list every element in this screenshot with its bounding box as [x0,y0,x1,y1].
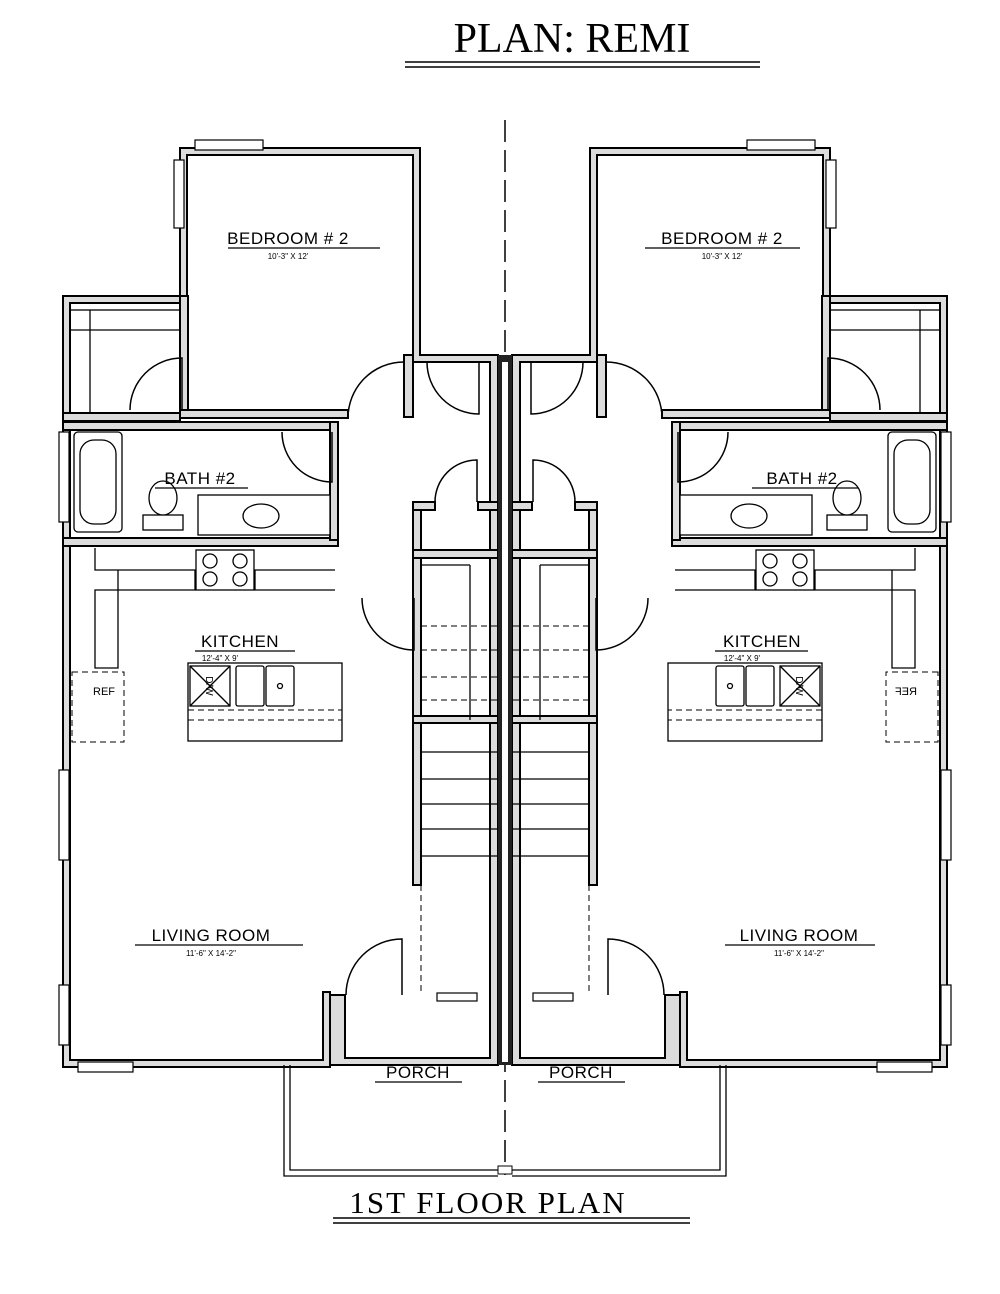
left-closet2-door [434,459,478,503]
left-sink [242,503,280,529]
left-exterior-wall [62,147,499,1068]
left-stove [195,549,255,591]
left-bedroom-label: BEDROOM # 2 [227,229,349,248]
left-kitchen-sink [235,665,265,707]
right-living-label: LIVING ROOM [740,926,859,945]
right-kitchen-dim: 12'-4" X 9' [724,654,761,663]
right-porch-label: PORCH [549,1063,613,1082]
right-dw-label: D/W [793,676,804,696]
left-porch-label: PORCH [386,1063,450,1082]
left-bath-label: BATH #2 [164,469,235,488]
floor-plan-subtitle: 1ST FLOOR PLAN [349,1185,626,1220]
right-unit [511,139,952,1177]
left-bedroom-dim: 10'-3" X 12' [268,252,309,261]
left-dw-label: D/W [203,676,214,696]
right-living-dim: 11'-6" X 14'-2" [774,949,824,958]
left-toilet [148,480,178,516]
left-ref-label: REF [93,686,115,698]
left-bedroom-door [347,361,405,419]
left-hall-door [426,361,480,415]
left-living-label: LIVING ROOM [152,926,271,945]
right-bath-label: BATH #2 [766,469,837,488]
left-kitchen-dim: 12'-4" X 9' [202,654,239,663]
left-porch-outline [283,1065,498,1177]
left-refrigerator [71,671,125,743]
left-stair-door [361,597,415,651]
left-window [194,139,264,151]
right-kitchen-label: KITCHEN [723,632,801,651]
left-stairs [420,564,498,995]
left-counter [94,548,335,669]
left-bath-door [281,431,333,483]
left-living-dim: 11'-6" X 14'-2" [186,949,236,958]
left-unit: D/W REF [58,139,499,1177]
left-entry-door [345,938,403,996]
right-bedroom-dim: 10'-3" X 12' [702,252,743,261]
right-ref-label: REF [895,686,917,698]
plan-title: PLAN: REMI [454,16,691,62]
left-kitchen-label: KITCHEN [201,632,279,651]
right-bedroom-label: BEDROOM # 2 [661,229,783,248]
left-closet-door [129,357,183,411]
